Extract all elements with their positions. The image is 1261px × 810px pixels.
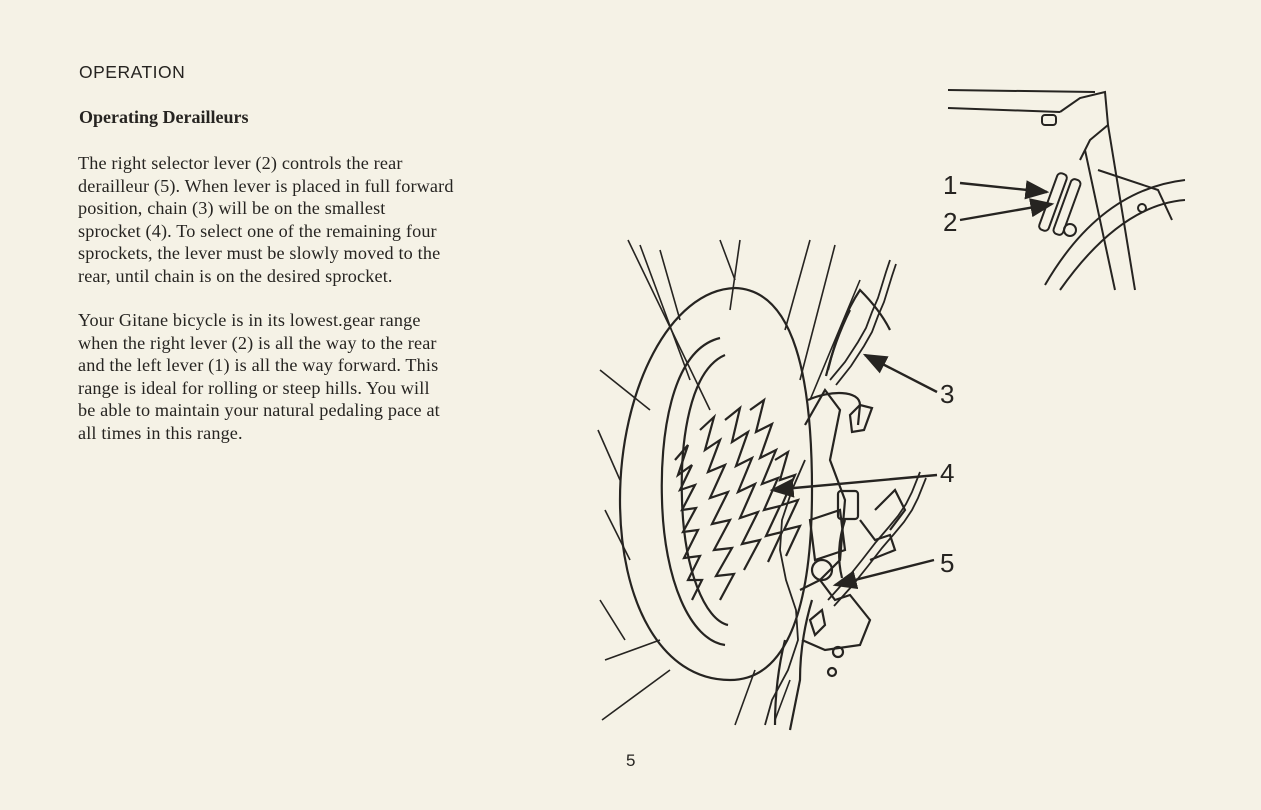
callout-number-1: 1 bbox=[943, 170, 957, 200]
text-line: derailleur (5). When lever is placed in … bbox=[78, 175, 454, 196]
paragraph-gear-range: Your Gitane bicycle is in its lowest.gea… bbox=[78, 309, 528, 444]
text-line: all times in this range. bbox=[78, 422, 243, 443]
text-line: sprocket (4). To select one of the remai… bbox=[78, 220, 437, 241]
callout-number-5: 5 bbox=[940, 548, 954, 578]
page-number: 5 bbox=[626, 751, 636, 770]
text-line: Your Gitane bicycle is in its lowest.gea… bbox=[78, 310, 421, 330]
text-line: range is ideal for rolling or steep hill… bbox=[78, 377, 430, 398]
text-line: position, chain (3) will be on the small… bbox=[78, 198, 386, 218]
sub-heading: Operating Derailleurs bbox=[79, 107, 249, 127]
shift-lever-inset bbox=[947, 89, 1186, 291]
text-line: The right selector lever (2) controls th… bbox=[78, 153, 403, 173]
callout-leaders bbox=[769, 180, 1055, 590]
rear-wheel-spokes bbox=[597, 239, 861, 726]
derailleur-illustration: 1 2 3 4 5 bbox=[560, 80, 1260, 740]
text-line: sprockets, the lever must be slowly move… bbox=[78, 243, 441, 263]
bicycle-chain bbox=[764, 259, 927, 726]
text-line: be able to maintain your natural pedalin… bbox=[78, 400, 440, 420]
text-line: and the left lever (1) is all the way fo… bbox=[78, 355, 439, 375]
callout-number-2: 2 bbox=[943, 207, 957, 237]
callout-number-3: 3 bbox=[940, 379, 954, 409]
text-line: when the right lever (2) is all the way … bbox=[78, 332, 437, 353]
text-line: rear, until chain is on the desired spro… bbox=[78, 265, 393, 286]
freewheel-hub bbox=[618, 286, 907, 731]
callout-number-4: 4 bbox=[940, 458, 954, 488]
section-heading: OPERATION bbox=[79, 62, 186, 82]
paragraph-right-lever: The right selector lever (2) controls th… bbox=[78, 152, 528, 287]
